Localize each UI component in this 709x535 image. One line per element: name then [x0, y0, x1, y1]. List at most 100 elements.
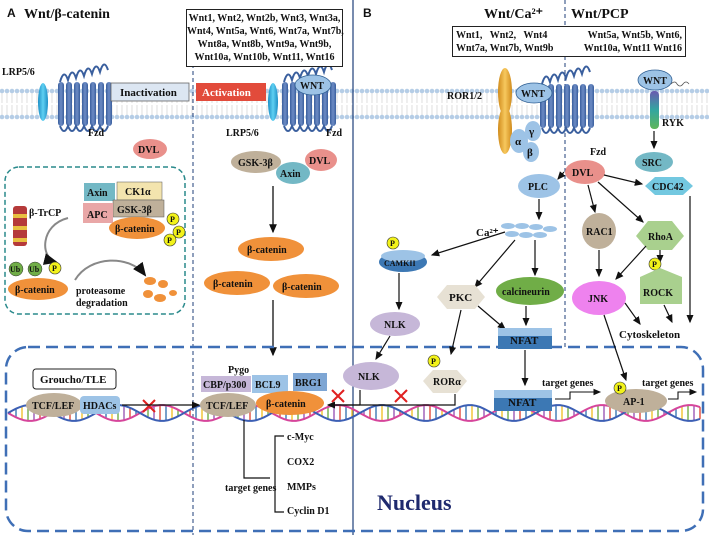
tcf-right-label: TCF/LEF [206, 401, 248, 412]
tcf-left [26, 393, 82, 417]
target-gene-2: COX2 [287, 457, 314, 468]
fzd-b-label: Fzd [590, 147, 607, 158]
ligand-a-line-4: Wnt10a, Wnt10b, Wnt11, Wnt16 [194, 52, 335, 63]
p-rora [427, 354, 441, 368]
target-genes-a-label: target genes [225, 483, 276, 494]
cdc42 [645, 177, 693, 195]
arrow-ca-pkc [474, 239, 516, 288]
target-gene-bracket [243, 420, 270, 479]
p-camkii [386, 236, 400, 250]
hdacs-box [80, 396, 120, 414]
ligand-ca-line-1: Wnt1, Wnt2, Wnt4 [456, 30, 548, 41]
bcat-cyto-2-label: β-catenin [213, 279, 253, 290]
activation-tag [196, 83, 266, 101]
dvl-right-label: DVL [309, 156, 330, 167]
nfat-cyto-top [498, 328, 552, 336]
lrp-left-shape [38, 83, 48, 121]
plc-label: PLC [528, 182, 548, 193]
ligand-pcp-line-2: Wnt10a, Wnt11 Wnt16 [583, 43, 682, 54]
arrow-rock-cytoskeleton [663, 304, 673, 324]
target-gene-list-bracket [274, 435, 284, 513]
cytoskeleton-label: Cytoskeleton [619, 329, 680, 341]
p-label-1: P [170, 215, 175, 224]
p-ap1 [613, 381, 627, 395]
inhibit-x-3 [394, 389, 408, 403]
arrow-rhoa-jnk [615, 245, 647, 280]
ap1 [605, 389, 667, 413]
camkii-top [381, 250, 425, 262]
ligand-pcp-line-1: Wnt5a, Wnt5b, Wnt6, [587, 30, 682, 41]
dvl-right [305, 149, 337, 171]
ap1-target-arrow [668, 388, 698, 400]
bcat-ub [8, 278, 68, 300]
nfat-target-arrow [555, 388, 602, 400]
lrp-right-shape [268, 83, 278, 121]
nlk [370, 312, 420, 336]
ub-icon-2 [27, 261, 43, 277]
beta-label: β [527, 147, 533, 159]
wnt-ligand-a [294, 74, 332, 96]
rac1-label: RAC1 [586, 227, 613, 238]
hdacs-label: HDACs [83, 401, 116, 412]
tcf-left-label: TCF/LEF [32, 401, 74, 412]
ligand-ca-line-2: Wnt7a, Wnt7b, Wnt9b [456, 43, 554, 54]
ub-label-2: Ub [29, 265, 40, 274]
wnt-ligand-pcp [637, 69, 673, 91]
p-icon-ub [48, 261, 62, 275]
axin-block [84, 183, 115, 201]
jnk [572, 281, 626, 315]
ror-receptor [498, 68, 512, 154]
nlk-nucleus-label: NLK [358, 372, 380, 383]
nucleus-boundary [4, 345, 705, 533]
bcat-complex-label: β-catenin [115, 224, 155, 235]
tcf-right [200, 393, 256, 417]
bcat-cyto-2 [204, 271, 270, 295]
arrow-dvl-rhoa [597, 181, 644, 223]
arrow-dvl-cdc42 [603, 174, 644, 186]
recycle-arrow [42, 217, 69, 265]
rhoa [636, 221, 684, 250]
rora-inhibit-line [330, 394, 456, 406]
gsk-right-label: GSK-3β [238, 158, 273, 169]
bcat-cyto-1-label: β-catenin [247, 245, 287, 256]
arrow-pkc-nfat [477, 305, 506, 330]
panel-b-title-ca: Wnt/Ca²⁺ [484, 7, 543, 22]
rhoa-label: RhoA [648, 232, 674, 243]
inactivation-tag [110, 82, 190, 102]
apc-block-label: APC [87, 210, 108, 221]
target-genes-ap1: target genes [642, 378, 693, 389]
axin-right-label: Axin [280, 169, 301, 180]
bcl9-box [252, 375, 288, 393]
pygo-label: Pygo [228, 365, 249, 376]
arrow-pkc-rora [449, 309, 462, 356]
bcat-cyto-3-label: β-catenin [282, 282, 322, 293]
ub-label-1: Ub [10, 265, 21, 274]
rock [640, 268, 682, 304]
wnt-tail [670, 81, 690, 87]
arrow-jnk-ap1 [603, 314, 628, 382]
dvl-left [133, 139, 167, 159]
gsk-block-label: GSK-3β [117, 205, 152, 216]
activation-label: Activation [202, 87, 251, 99]
wnt-ligand-pcp-label: WNT [643, 76, 667, 87]
brg1-box [293, 373, 327, 391]
ligand-box-b: Wnt1, Wnt2, Wnt4 Wnt5a, Wnt5b, Wnt6, Wnt… [452, 26, 686, 57]
bcat-nucleus-label: β-catenin [266, 399, 306, 410]
target-genes-nfat: target genes [542, 378, 593, 389]
ligand-a-line-3: Wnt8a, Wnt8b, Wnt9a, Wnt9b, [197, 39, 332, 50]
destruction-complex-box [4, 166, 186, 315]
axin-right [276, 162, 310, 184]
target-gene-1: c-Myc [287, 432, 314, 443]
panel-a-letter: A [7, 6, 16, 20]
target-gene-4: Cyclin D1 [287, 506, 330, 517]
bcat-complex [109, 217, 165, 239]
wnt-ligand-ca-label: WNT [521, 89, 545, 100]
nfat-nucleus-label: NFAT [508, 397, 537, 409]
jnk-label: JNK [588, 294, 608, 305]
degradation-label: degradation [76, 298, 128, 309]
groucho-label: Groucho/TLE [40, 374, 106, 386]
arrow-dvl-plc [557, 171, 566, 180]
dvl-b [565, 160, 605, 184]
calcineurin-label: calcineurin [502, 287, 550, 298]
ub-icon-1 [8, 261, 24, 277]
